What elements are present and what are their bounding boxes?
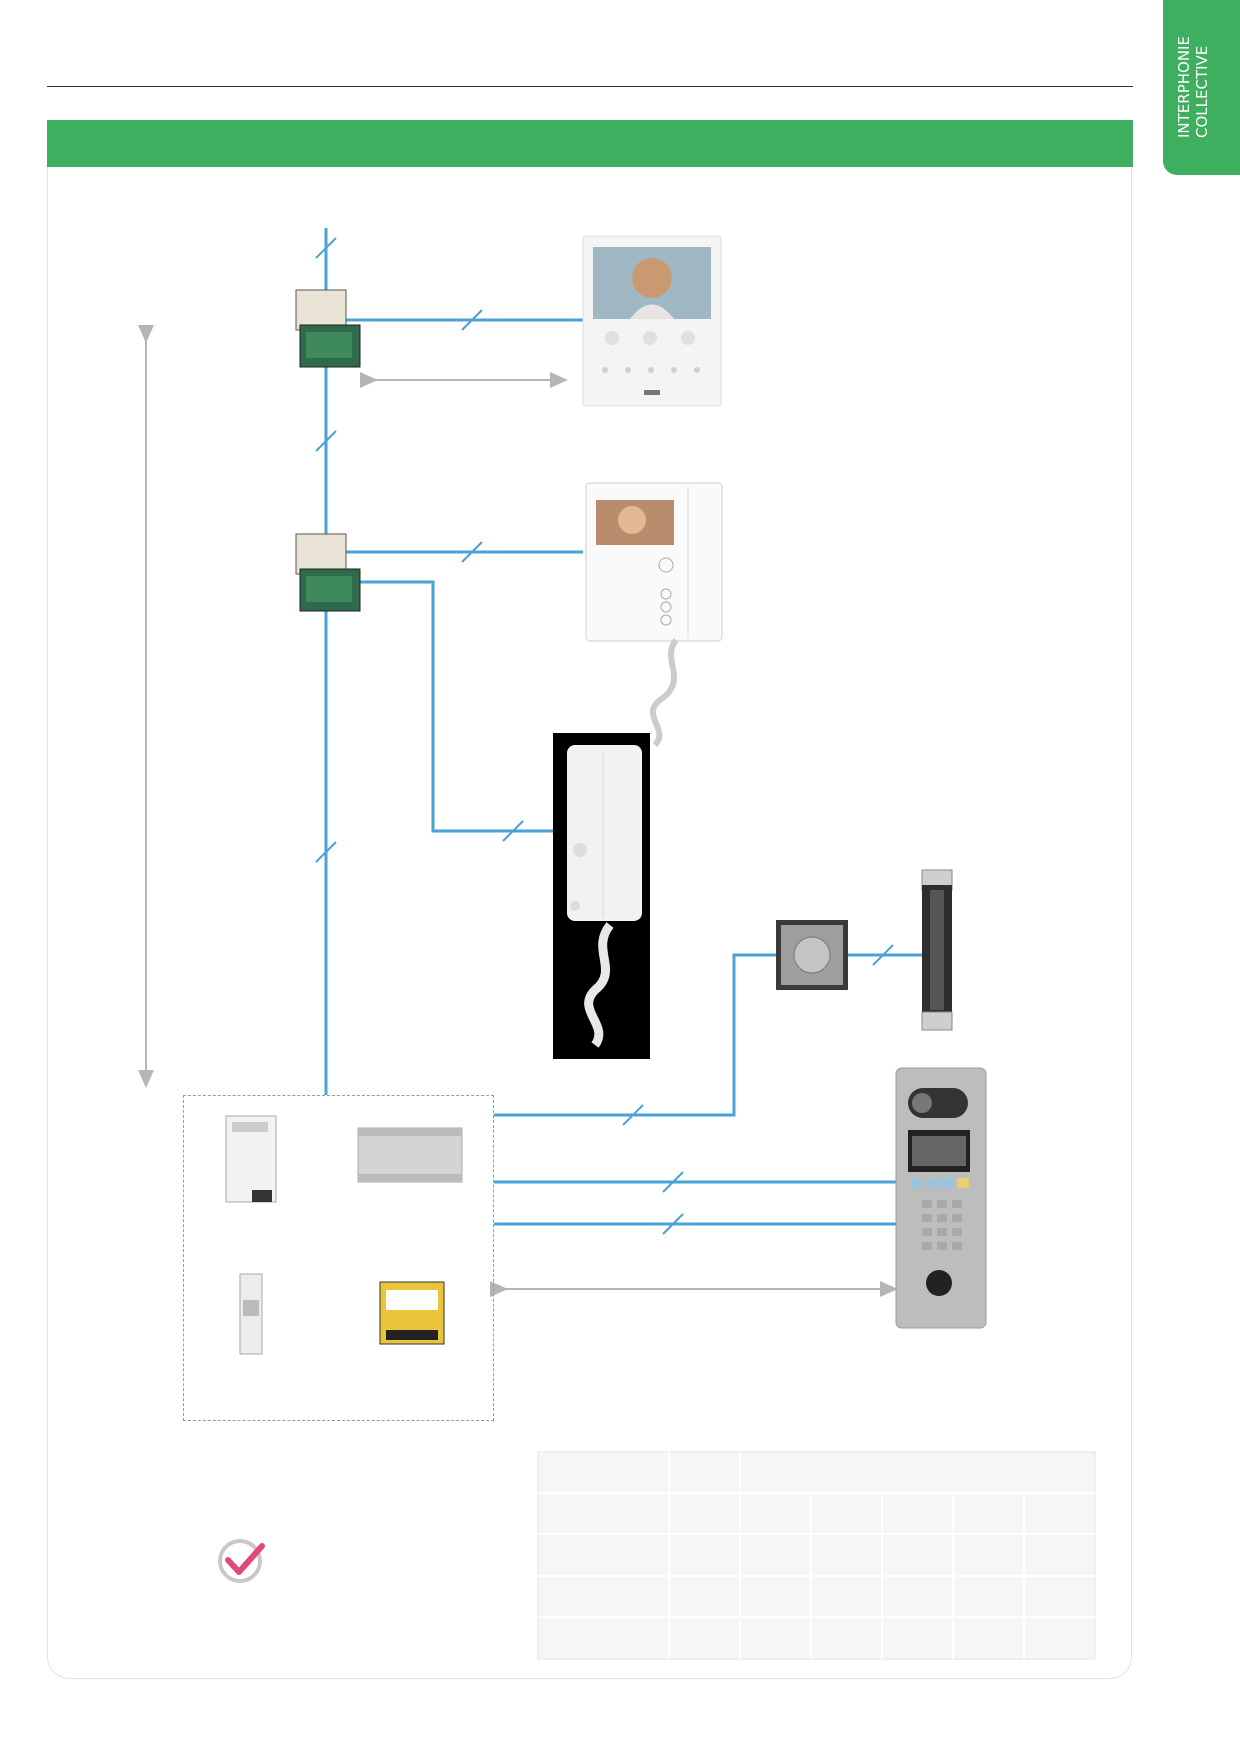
power-supply-module — [225, 1115, 277, 1203]
din-controller-module — [357, 1127, 463, 1183]
video-monitor-2 — [585, 482, 723, 748]
control-cabinet-box — [183, 1095, 494, 1421]
video-monitor-1 — [582, 235, 722, 407]
entrance-panel — [895, 1067, 987, 1329]
floor-distributor-2 — [295, 533, 361, 612]
floor-distributor-1 — [295, 289, 361, 368]
magnetic-lock — [921, 869, 953, 1031]
din-relay-module — [239, 1273, 263, 1355]
interface-board-module — [379, 1281, 445, 1345]
distance-arrows — [138, 325, 898, 1297]
bus-wires — [324, 228, 922, 1226]
title-banner — [47, 120, 1133, 167]
audio-handset — [553, 733, 650, 1059]
section-tab: INTERPHONIE COLLECTIVE — [1163, 0, 1240, 175]
header-rule — [47, 86, 1133, 87]
wire-handset — [345, 580, 553, 833]
wire-count-marks — [315, 237, 894, 1235]
wire-pushbutton — [494, 953, 776, 1117]
diagram-card — [47, 167, 1132, 1679]
exit-pushbutton — [776, 920, 848, 990]
